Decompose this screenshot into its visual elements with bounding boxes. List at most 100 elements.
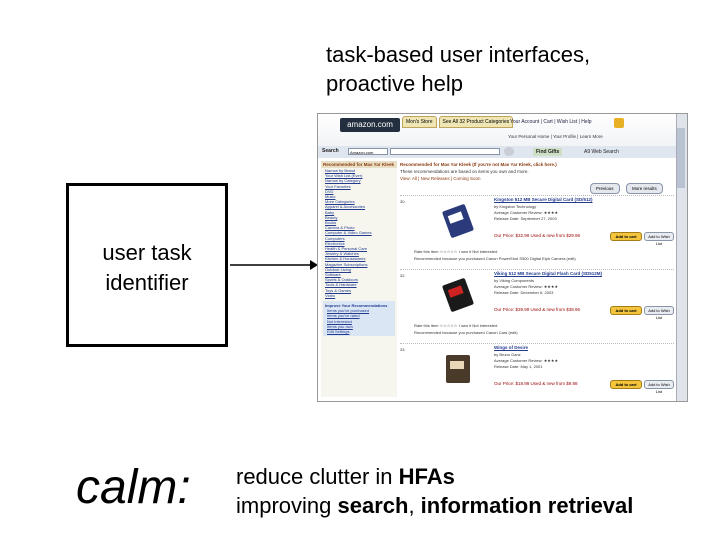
- sidebar-item[interactable]: Books: [325, 220, 337, 226]
- top-links[interactable]: Your Account | Cart | Wish List | Help: [510, 119, 592, 125]
- product-price: Our Price: $18.98 Used & new from $9.98: [494, 381, 578, 386]
- product-review: Average Customer Review: ★★★★: [494, 210, 559, 215]
- desc-text: ,: [408, 493, 421, 518]
- sidebar-item[interactable]: Baby: [325, 209, 335, 215]
- sidebar-item[interactable]: Tools & Hardware: [325, 282, 357, 288]
- previous-button[interactable]: Previous: [590, 183, 620, 194]
- slide-title: task-based user interfaces, proactive he…: [326, 42, 591, 96]
- product-review: Average Customer Review: ★★★★: [494, 358, 559, 363]
- sidebar-item[interactable]: Your Wish List (Ever): [325, 173, 363, 179]
- sidebar-item[interactable]: More Categories: [325, 199, 355, 205]
- search-go-button[interactable]: [504, 147, 514, 156]
- add-to-wish-list-button[interactable]: Add to Wish List: [644, 232, 674, 246]
- sidebar-item[interactable]: Beauty: [325, 214, 338, 220]
- main-content: Recommended for Mas Yar Kleek (If you're…: [400, 161, 674, 399]
- tab-store[interactable]: Mon's Store: [402, 116, 437, 128]
- sidebar-item[interactable]: Video: [325, 292, 336, 298]
- search-input[interactable]: [390, 148, 500, 155]
- product-title[interactable]: Viking 512 MB Secure Digital Flash Card …: [494, 271, 602, 276]
- view-filter[interactable]: View: All | New Releases | Coming Soon: [400, 176, 481, 181]
- sidebar-item[interactable]: Your Favorites: [325, 183, 351, 189]
- desc-text: reduce clutter in: [236, 464, 399, 489]
- rate-item[interactable]: Rate this item ☆☆☆☆☆ I own it Not intere…: [414, 323, 498, 328]
- add-to-cart-button[interactable]: Add to cart: [610, 380, 642, 389]
- product-review: Average Customer Review: ★★★★: [494, 284, 559, 289]
- scrollbar[interactable]: [676, 114, 687, 401]
- recommended-because: Recommended because you purchased Canon …: [414, 330, 518, 335]
- product-date: Release Date: September 27, 2003: [494, 216, 557, 221]
- sidebar-item[interactable]: Camera & Photo: [325, 225, 355, 231]
- add-to-cart-button[interactable]: Add to cart: [610, 232, 642, 241]
- sidebar-item[interactable]: Toys & Games: [325, 287, 352, 293]
- sidebar-item[interactable]: Apparel & Accessories: [325, 204, 366, 210]
- sidebar-item[interactable]: Sports & Outdoors: [325, 277, 358, 283]
- sidebar-header: Recommended for Mas Yar Kleek: [321, 161, 397, 168]
- product-rank: 33.: [400, 347, 406, 352]
- improve-item[interactable]: Items you own: [327, 323, 353, 329]
- sidebar-item[interactable]: Jewelry & Watches: [325, 251, 359, 257]
- product-by: by Kingston Technology: [494, 204, 537, 209]
- add-to-wish-list-button[interactable]: Add to Wish List: [644, 380, 674, 394]
- product-price: Our Price: $39.99 Used & new from $38.96: [494, 307, 581, 312]
- tab-categories[interactable]: See All 32 Product Categories: [438, 116, 514, 128]
- product-image[interactable]: [440, 277, 476, 313]
- description: reduce clutter in HFAs improving search,…: [236, 462, 633, 520]
- product-item: 32. Viking 512 MB Secure Digital Flash Ca…: [400, 269, 674, 343]
- sidebar-item[interactable]: Health & Personal Care: [325, 246, 368, 252]
- calm-label: calm:: [76, 461, 191, 514]
- improve-item[interactable]: Items you've purchased: [327, 308, 370, 314]
- improve-item[interactable]: Not interested: [327, 318, 352, 324]
- product-rank: 32.: [400, 273, 406, 278]
- store-logo[interactable]: amazon.com: [340, 118, 400, 132]
- improve-recommendations-header: Improve Your Recommendations: [325, 303, 388, 309]
- sub-links[interactable]: Your Personal Home | Your Profile | Lear…: [508, 134, 603, 139]
- product-title[interactable]: Kingston 512 MB Secure Digital Card (SD/…: [494, 197, 593, 202]
- description-line-1: reduce clutter in HFAs: [236, 462, 633, 491]
- search-label: Search: [322, 148, 339, 154]
- sidebar-item[interactable]: DVD: [325, 188, 334, 194]
- search-category-select[interactable]: Amazon.com: [348, 148, 388, 155]
- desc-bold-retrieval: information retrieval: [420, 493, 634, 518]
- recommended-because: Recommended because you purchased Canon …: [414, 256, 576, 261]
- sidebar-item[interactable]: Outdoor Living: [325, 266, 352, 272]
- desc-text: improving: [236, 493, 338, 518]
- sidebar-item[interactable]: Electronics: [325, 240, 345, 246]
- recommendations-sub: These recommendations are based on items…: [400, 169, 529, 174]
- sidebar: Recommended for Mas Yar Kleek Narrow by …: [321, 161, 397, 397]
- divider: [400, 269, 674, 270]
- scrollbar-thumb[interactable]: [677, 128, 685, 188]
- product-price: Our Price: $32.99 Used & new from $29.98: [494, 233, 581, 238]
- rate-item[interactable]: Rate this item ☆☆☆☆☆ I own it Not intere…: [414, 249, 498, 254]
- add-to-wish-list-button[interactable]: Add to Wish List: [644, 306, 674, 320]
- help-icon[interactable]: [614, 118, 624, 128]
- find-gifts-button[interactable]: Find Gifts: [533, 148, 563, 156]
- product-rank: 30.: [400, 199, 406, 204]
- product-image[interactable]: [440, 351, 476, 387]
- user-task-identifier-label: user task identifier: [102, 240, 192, 295]
- sidebar-item[interactable]: Music: [325, 194, 336, 200]
- divider: [400, 195, 674, 196]
- sidebar-item[interactable]: Computer & Video Games: [325, 230, 372, 236]
- sidebar-item[interactable]: Software: [325, 272, 341, 278]
- divider: [400, 343, 674, 344]
- web-search-link[interactable]: A9 Web Search: [584, 149, 619, 155]
- sidebar-item[interactable]: Magazine Subscriptions: [325, 261, 368, 267]
- sidebar-item[interactable]: Narrow by Category: [325, 178, 361, 184]
- improve-item[interactable]: Items you've rated: [327, 313, 360, 319]
- sidebar-item[interactable]: Computers: [325, 235, 345, 241]
- arrow-icon: [230, 260, 318, 270]
- product-by: by Viking Components: [494, 278, 534, 283]
- improve-item[interactable]: Edit Settings: [327, 329, 350, 335]
- search-bar: Search Amazon.com Find Gifts A9 Web Sear…: [318, 146, 676, 158]
- add-to-cart-button[interactable]: Add to cart: [610, 306, 642, 315]
- product-title[interactable]: Wings of Desire: [494, 345, 528, 350]
- sidebar-item[interactable]: Narrow by Brand: [325, 168, 356, 173]
- product-item: 30. Kingston 512 MB Secure Digital Card (…: [400, 195, 674, 269]
- description-line-2: improving search, information retrieval: [236, 491, 633, 520]
- more-results-button[interactable]: More results: [626, 183, 663, 194]
- sidebar-item[interactable]: Kitchen & Housewares: [325, 256, 366, 262]
- product-image[interactable]: [440, 203, 476, 239]
